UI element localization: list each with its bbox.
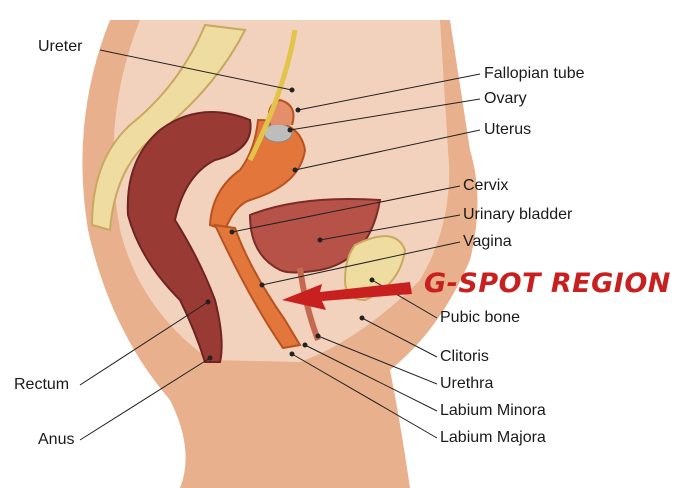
label-urethra: Urethra: [440, 375, 494, 392]
label-fallopian-tube: Fallopian tube: [484, 65, 585, 82]
label-labium-majora: Labium Majora: [440, 429, 546, 446]
uterus: [208, 118, 307, 232]
label-labium-minora: Labium Minora: [440, 402, 546, 419]
spine: [90, 23, 247, 232]
colon: [126, 111, 252, 363]
ovary: [263, 123, 293, 143]
label-urinary-bladder: Urinary bladder: [463, 206, 573, 223]
label-uterus: Uterus: [484, 121, 532, 138]
ureter: [247, 29, 298, 162]
g-spot-arrow: [282, 282, 412, 310]
g-spot-callout: G-SPOT REGION: [424, 268, 671, 299]
label-ureter: Ureter: [38, 38, 83, 55]
leader-dots: [205, 87, 375, 361]
label-cervix: Cervix: [463, 177, 509, 194]
label-ovary: Ovary: [484, 90, 527, 107]
vagina: [213, 223, 302, 350]
urinary-bladder: [248, 198, 382, 274]
leader-lines: [79, 49, 481, 441]
label-anus: Anus: [38, 431, 75, 448]
label-clitoris: Clitoris: [440, 348, 489, 365]
label-vagina: Vagina: [463, 233, 512, 250]
label-pubic-bone: Pubic bone: [440, 309, 521, 326]
pubic-bone: [343, 235, 407, 302]
label-rectum: Rectum: [14, 376, 70, 393]
